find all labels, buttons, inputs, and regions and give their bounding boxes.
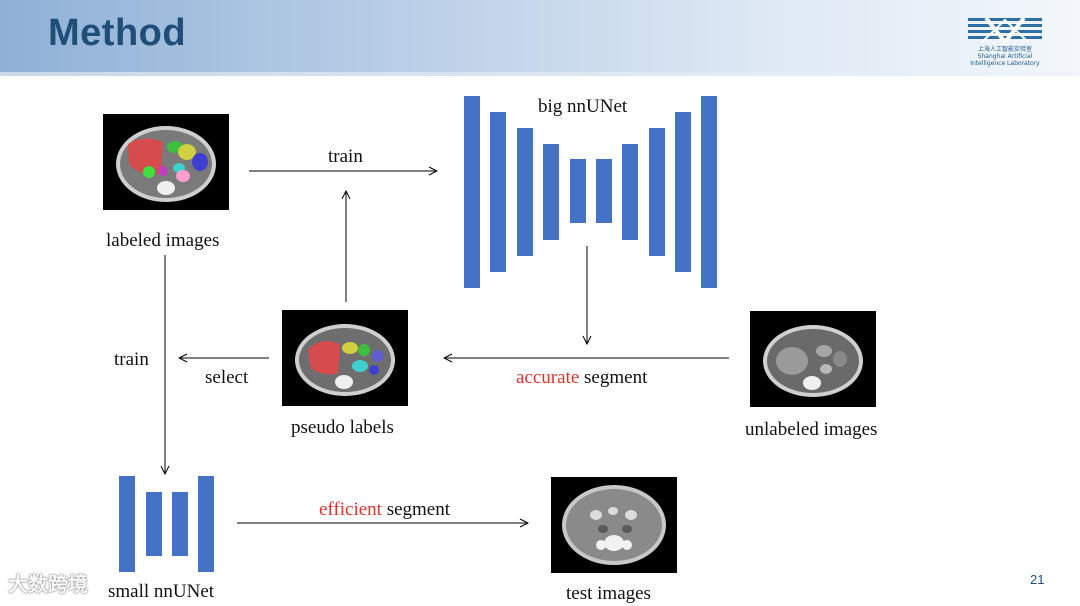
big-nnunet-bar — [596, 159, 612, 223]
title-divider — [0, 72, 1080, 76]
labeled-ct-image — [103, 114, 229, 210]
watermark: 大数跨境 — [8, 572, 88, 596]
small-nnunet-label: small nnUNet — [108, 581, 215, 602]
train-top-label: train — [328, 146, 363, 167]
efficient-word: efficient — [319, 499, 382, 520]
big-nnunet-bar — [570, 159, 586, 223]
big-nnunet-bar — [675, 112, 691, 272]
small-nnunet-bar — [146, 492, 162, 556]
labeled-images-label: labeled images — [106, 230, 220, 251]
unlabeled-images-label: unlabeled images — [745, 419, 878, 440]
big-nnunet-bar — [490, 112, 506, 272]
small-nnunet-bar — [172, 492, 188, 556]
small-nnunet-bar — [119, 476, 135, 572]
small-nnunet-bar — [198, 476, 214, 572]
pseudo-label-ct-image — [282, 310, 408, 406]
test-images-label: test images — [566, 583, 651, 604]
pseudo-labels-label: pseudo labels — [291, 417, 394, 438]
title-banner — [0, 0, 1080, 72]
big-nnunet-bar — [464, 96, 480, 288]
big-nnunet-bar — [649, 128, 665, 256]
lab-logo-icon — [968, 16, 1042, 46]
page-number: 21 — [1030, 572, 1045, 587]
test-ct-image — [551, 477, 677, 573]
slide-title: Method — [48, 12, 187, 54]
efficient-segment-word: segment — [381, 499, 451, 520]
efficient-segment-label: efficient segment — [319, 499, 450, 521]
accurate-word: accurate — [516, 367, 580, 388]
unlabeled-ct-image — [750, 311, 876, 407]
accurate-segment-label: accurate segment — [516, 367, 647, 389]
big-nnunet-label: big nnUNet — [538, 96, 628, 117]
accurate-segment-word: segment — [579, 367, 648, 388]
lab-logo-text: 上海人工智能实验室 Shanghai Artificial Intelligen… — [970, 46, 1040, 67]
big-nnunet-bar — [517, 128, 533, 256]
train-left-label: train — [114, 349, 149, 370]
big-nnunet-bar — [622, 144, 638, 240]
select-label: select — [205, 367, 249, 388]
big-nnunet-bar — [701, 96, 717, 288]
big-nnunet-bar — [543, 144, 559, 240]
